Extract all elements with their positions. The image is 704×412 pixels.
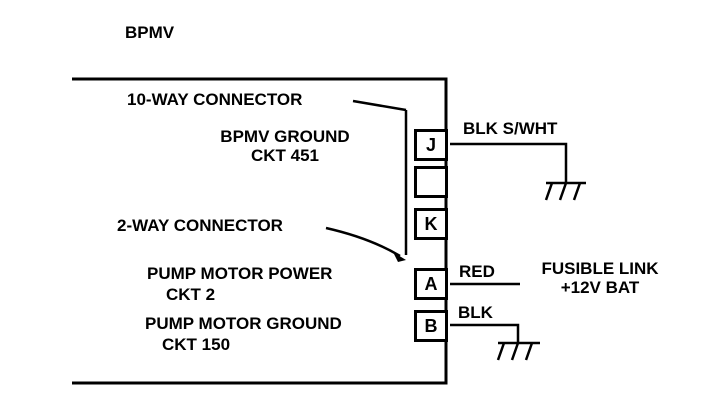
pump-motor-power-name: PUMP MOTOR POWER <box>147 264 333 283</box>
supply-line1: FUSIBLE LINK <box>541 259 659 278</box>
diagram-title: BPMV <box>125 23 175 42</box>
pin-empty <box>414 166 448 198</box>
pin-a: A <box>414 268 448 300</box>
ground-icon <box>544 181 586 201</box>
ten-way-connector-label: 10-WAY CONNECTOR <box>127 90 303 109</box>
pump-motor-ground-name: PUMP MOTOR GROUND <box>145 314 342 333</box>
pump-motor-ground-ckt: CKT 150 <box>162 335 231 354</box>
two-way-connector-label: 2-WAY CONNECTOR <box>117 216 283 235</box>
bpmv-ground-label: BPMV GROUND CKT 451 <box>195 127 375 165</box>
pin-k: K <box>414 208 448 240</box>
pump-motor-power-ckt: CKT 2 <box>166 285 216 304</box>
arrow-icon <box>325 226 401 258</box>
wire-b <box>450 323 520 342</box>
ten-way-leader <box>352 99 407 112</box>
wire-j <box>450 142 568 182</box>
arrow-head-icon <box>393 252 406 262</box>
ground-icon <box>496 341 540 361</box>
supply-label: FUSIBLE LINK +12V BAT <box>525 259 675 297</box>
wire-j-color: BLK S/WHT <box>463 119 558 138</box>
pin-j: J <box>414 129 448 161</box>
bpmv-ground-name: BPMV GROUND <box>220 127 350 146</box>
bpmv-ground-ckt: CKT 451 <box>250 146 320 165</box>
pin-b: B <box>414 310 448 342</box>
wire-b-color: BLK <box>458 303 493 322</box>
wire-a-color: RED <box>459 262 495 281</box>
supply-line2: +12V BAT <box>560 278 640 297</box>
